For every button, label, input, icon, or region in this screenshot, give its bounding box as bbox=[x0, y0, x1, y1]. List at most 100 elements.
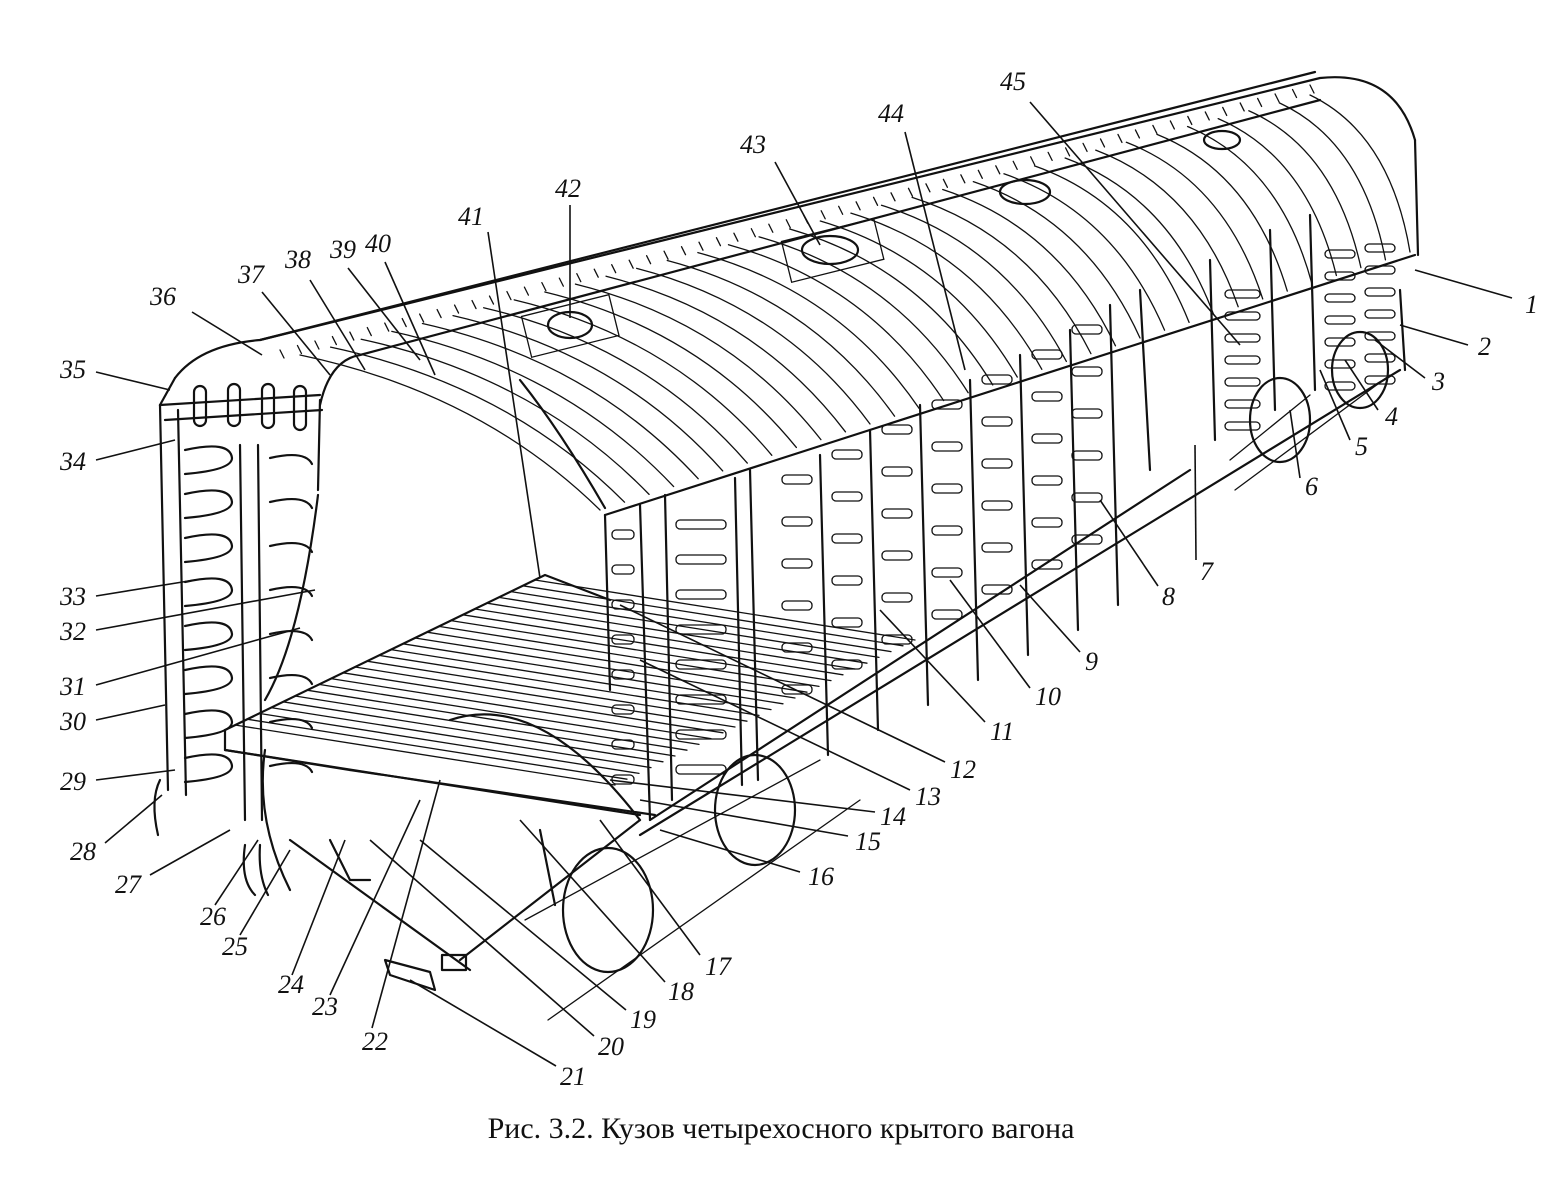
callout-29: 29 bbox=[60, 767, 86, 796]
callout-41: 41 bbox=[458, 202, 484, 231]
leader-line-37 bbox=[261, 291, 331, 376]
callout-16: 16 bbox=[808, 862, 834, 891]
leader-line-34 bbox=[95, 439, 176, 461]
leader-line-6 bbox=[1289, 409, 1301, 479]
leader-line-40 bbox=[384, 261, 436, 376]
side-wall bbox=[603, 213, 1407, 837]
callout-33: 33 bbox=[59, 582, 86, 611]
leader-line-28 bbox=[104, 794, 163, 844]
callout-11: 11 bbox=[990, 717, 1014, 746]
leader-line-29 bbox=[95, 769, 176, 781]
roof-hatch-43 bbox=[800, 234, 860, 266]
callout-25: 25 bbox=[222, 932, 248, 961]
callout-28: 28 bbox=[70, 837, 96, 866]
leader-line-19 bbox=[419, 839, 627, 1011]
callout-1: 1 bbox=[1525, 290, 1538, 319]
leader-line-3 bbox=[1374, 339, 1426, 379]
wheel-far-2 bbox=[1330, 330, 1390, 410]
callout-4: 4 bbox=[1385, 402, 1398, 431]
leader-line-24 bbox=[291, 839, 346, 976]
roof-hatch-44 bbox=[998, 178, 1052, 206]
callout-45: 45 bbox=[1000, 67, 1026, 96]
leader-line-44 bbox=[904, 131, 966, 371]
callout-17: 17 bbox=[705, 952, 732, 981]
leader-line-10 bbox=[949, 579, 1031, 689]
floor bbox=[223, 573, 916, 817]
leader-line-30 bbox=[95, 704, 166, 721]
callout-3: 3 bbox=[1431, 367, 1445, 396]
leader-line-39 bbox=[347, 267, 421, 361]
callout-32: 32 bbox=[59, 617, 86, 646]
leader-line-22 bbox=[371, 779, 441, 1029]
callout-5: 5 bbox=[1355, 432, 1368, 461]
roof-hatch-45 bbox=[1202, 129, 1242, 151]
callout-26: 26 bbox=[200, 902, 226, 931]
callout-22: 22 bbox=[362, 1027, 388, 1056]
callout-39: 39 bbox=[329, 235, 356, 264]
callout-36: 36 bbox=[149, 282, 176, 311]
leader-line-38 bbox=[309, 279, 366, 371]
leader-line-7 bbox=[1194, 444, 1197, 561]
leader-line-23 bbox=[329, 799, 421, 996]
wheel-rear bbox=[713, 753, 797, 867]
leader-line-32 bbox=[95, 589, 316, 631]
callout-8: 8 bbox=[1162, 582, 1175, 611]
callout-38: 38 bbox=[284, 245, 311, 274]
leader-line-9 bbox=[1019, 584, 1081, 653]
leader-line-18 bbox=[519, 819, 666, 983]
callout-23: 23 bbox=[312, 992, 338, 1021]
callout-9: 9 bbox=[1085, 647, 1098, 676]
callout-35: 35 bbox=[59, 355, 86, 384]
callout-27: 27 bbox=[115, 870, 142, 899]
callout-34: 34 bbox=[59, 447, 86, 476]
callout-13: 13 bbox=[915, 782, 941, 811]
leader-line-43 bbox=[774, 161, 821, 246]
callout-7: 7 bbox=[1200, 557, 1214, 586]
underframe bbox=[153, 330, 1391, 1021]
callout-19: 19 bbox=[630, 1005, 656, 1034]
callout-37: 37 bbox=[237, 260, 265, 289]
leader-line-36 bbox=[191, 311, 263, 356]
leader-line-27 bbox=[149, 829, 231, 876]
callout-24: 24 bbox=[278, 970, 304, 999]
callout-12: 12 bbox=[950, 755, 976, 784]
callout-10: 10 bbox=[1035, 682, 1061, 711]
leader-line-35 bbox=[95, 371, 171, 391]
callout-20: 20 bbox=[598, 1032, 624, 1061]
leader-line-31 bbox=[95, 627, 301, 686]
callout-21: 21 bbox=[560, 1062, 586, 1091]
leader-line-21 bbox=[409, 979, 557, 1067]
callout-14: 14 bbox=[880, 802, 906, 831]
callout-43: 43 bbox=[740, 130, 766, 159]
leader-line-8 bbox=[1099, 499, 1159, 587]
roof bbox=[173, 70, 1420, 517]
figure-caption: Рис. 3.2. Кузов четырехосного крытого ва… bbox=[487, 1112, 1075, 1145]
callout-44: 44 bbox=[878, 99, 904, 128]
leader-line-4 bbox=[1344, 359, 1379, 411]
callout-30: 30 bbox=[59, 707, 86, 736]
callout-15: 15 bbox=[855, 827, 881, 856]
callout-42: 42 bbox=[555, 174, 581, 203]
leader-line-45 bbox=[1029, 101, 1241, 346]
leader-line-12 bbox=[619, 604, 946, 763]
wheel-far-1 bbox=[1248, 376, 1312, 464]
leader-line-13 bbox=[639, 659, 911, 791]
leader-line-5 bbox=[1319, 369, 1351, 441]
callout-6: 6 bbox=[1305, 472, 1318, 501]
leader-line-20 bbox=[369, 839, 595, 1037]
leader-line-41 bbox=[487, 231, 541, 579]
leader-line-2 bbox=[1399, 324, 1469, 346]
leader-line-25 bbox=[239, 849, 291, 936]
leader-line-14 bbox=[609, 779, 876, 813]
callout-18: 18 bbox=[668, 977, 694, 1006]
callout-40: 40 bbox=[365, 229, 391, 258]
leader-line-15 bbox=[639, 799, 849, 837]
leader-line-11 bbox=[879, 609, 986, 723]
callout-31: 31 bbox=[59, 672, 86, 701]
leader-line-33 bbox=[95, 579, 196, 597]
leader-line-16 bbox=[659, 829, 801, 873]
leader-line-26 bbox=[214, 839, 259, 906]
leader-line-1 bbox=[1414, 269, 1513, 299]
callout-2: 2 bbox=[1478, 332, 1491, 361]
